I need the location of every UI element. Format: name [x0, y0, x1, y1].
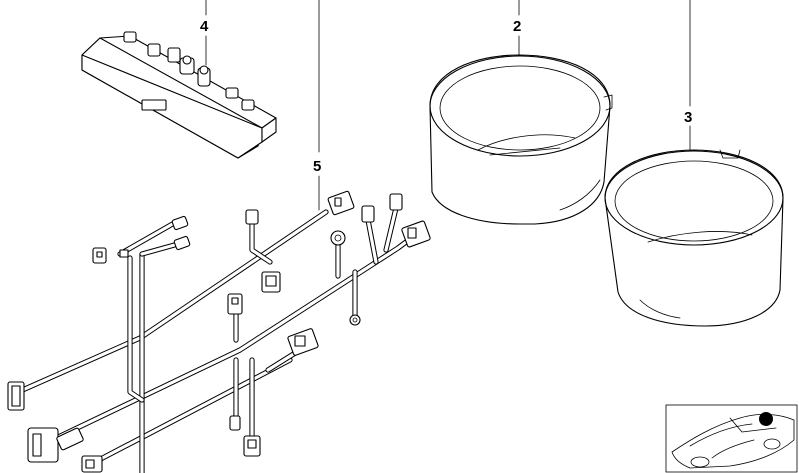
- part-3-cup-insert-small[interactable]: [604, 149, 784, 327]
- harness-connectors: [7, 190, 431, 473]
- switch-connectors: [123, 31, 255, 111]
- locator-dot: [759, 412, 773, 426]
- vehicle-locator-thumbnail: [665, 404, 798, 473]
- part-5-wiring-harness[interactable]: [7, 190, 431, 473]
- callout-4[interactable]: 4: [200, 18, 209, 35]
- callout-5[interactable]: 5: [313, 158, 321, 175]
- callout-3[interactable]: 3: [684, 109, 692, 126]
- leader-lines: [205, 0, 691, 211]
- part-4-switch-module[interactable]: [81, 31, 277, 159]
- callout-2[interactable]: 2: [513, 18, 521, 35]
- part-2-cup-insert-large[interactable]: [429, 54, 613, 225]
